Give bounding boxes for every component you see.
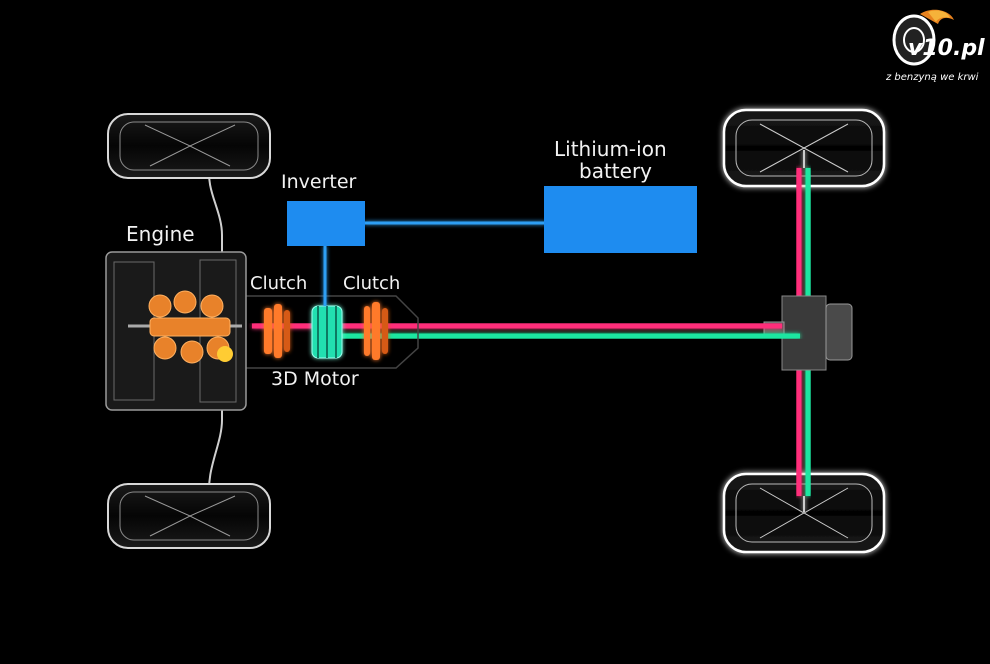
clutch-right-label: Clutch: [343, 273, 401, 294]
rear-left-wheel: [722, 108, 886, 188]
motor-label: 3D Motor: [271, 368, 359, 390]
inverter-box: [287, 201, 365, 246]
engine-label: Engine: [126, 222, 195, 246]
logo-name: v10.pl: [908, 36, 985, 61]
battery-label-line2: battery: [579, 159, 652, 183]
battery-label-line1: Lithium-ion: [554, 137, 667, 161]
3d-motor: [311, 305, 343, 359]
rear-right-wheel: [722, 472, 886, 554]
front-left-wheel: [107, 113, 271, 179]
clutch-right: [364, 302, 388, 360]
clutch-left: [264, 304, 290, 358]
inverter-label: Inverter: [281, 171, 357, 193]
site-logo: v10.pl z benzyną we krwi: [880, 6, 985, 96]
tire-flame-icon: [892, 9, 954, 66]
clutch-left-label: Clutch: [250, 273, 308, 294]
rear-differential: [763, 295, 853, 371]
logo-tagline: z benzyną we krwi: [886, 72, 979, 83]
engine-block: [105, 251, 247, 411]
front-right-wheel: [107, 483, 271, 549]
battery-box: [544, 186, 697, 253]
electrical-connections: [323, 221, 546, 306]
